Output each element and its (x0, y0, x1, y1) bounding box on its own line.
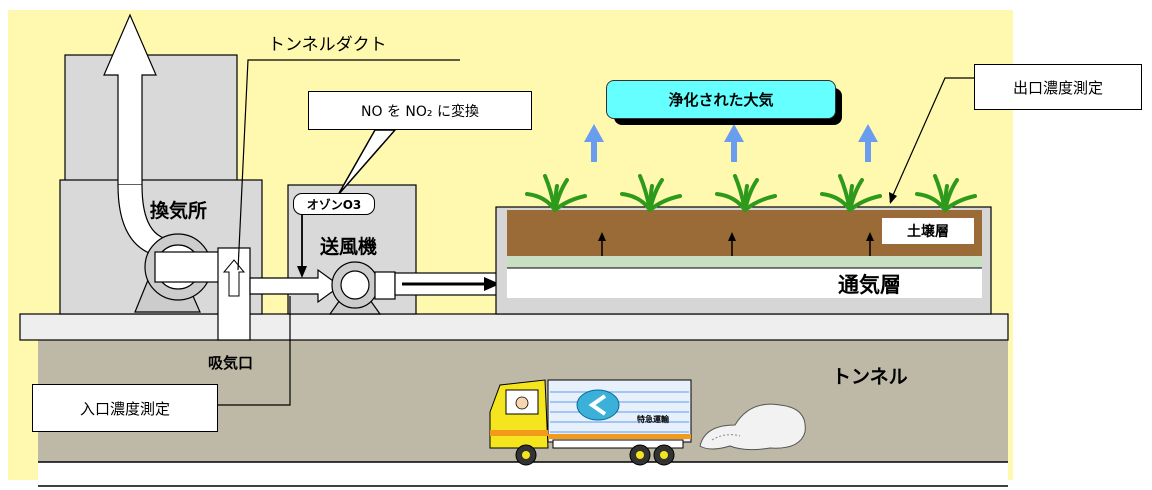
duct-arrow-icon (249, 268, 342, 304)
truck-icon (489, 379, 692, 466)
ozone-label: オゾンO3 (293, 193, 375, 215)
inlet-measurement-callout: 入口濃度測定 (32, 384, 218, 432)
tunnel-duct-leader (237, 59, 460, 271)
blower-fan-icon (328, 261, 396, 315)
tunnel-label: トンネル (832, 366, 908, 388)
exhaust-arrow-icon (103, 13, 157, 186)
soil-layer-label: 土壌層 (882, 218, 974, 244)
ventilation-station-label: 換気所 (150, 200, 208, 222)
gravel-layer (507, 256, 982, 268)
ground-slab (19, 313, 1009, 341)
truck-sign-label: 特急運輸 (637, 415, 669, 424)
tunnel-road (38, 462, 1008, 486)
inlet-leader (216, 296, 291, 406)
grass-icon (525, 174, 977, 212)
outlet-measurement-callout: 出口濃度測定 (974, 64, 1142, 110)
clean-air-box: 浄化された大気 (606, 80, 836, 119)
station-tower (64, 54, 238, 186)
intake-label: 吸気口 (208, 354, 254, 372)
tunnel-duct-label: トンネルダクト (268, 35, 387, 55)
soil-flow-arrows-icon (598, 232, 874, 256)
exhaust-cloud-icon (699, 403, 806, 451)
no-conversion-callout: NO を NO₂ に変換 (308, 91, 532, 130)
aeration-layer-label: 通気層 (838, 273, 901, 297)
blower-label: 送風機 (320, 236, 378, 258)
aeration-layer (507, 268, 982, 298)
clean-air-arrows-icon (584, 124, 878, 162)
